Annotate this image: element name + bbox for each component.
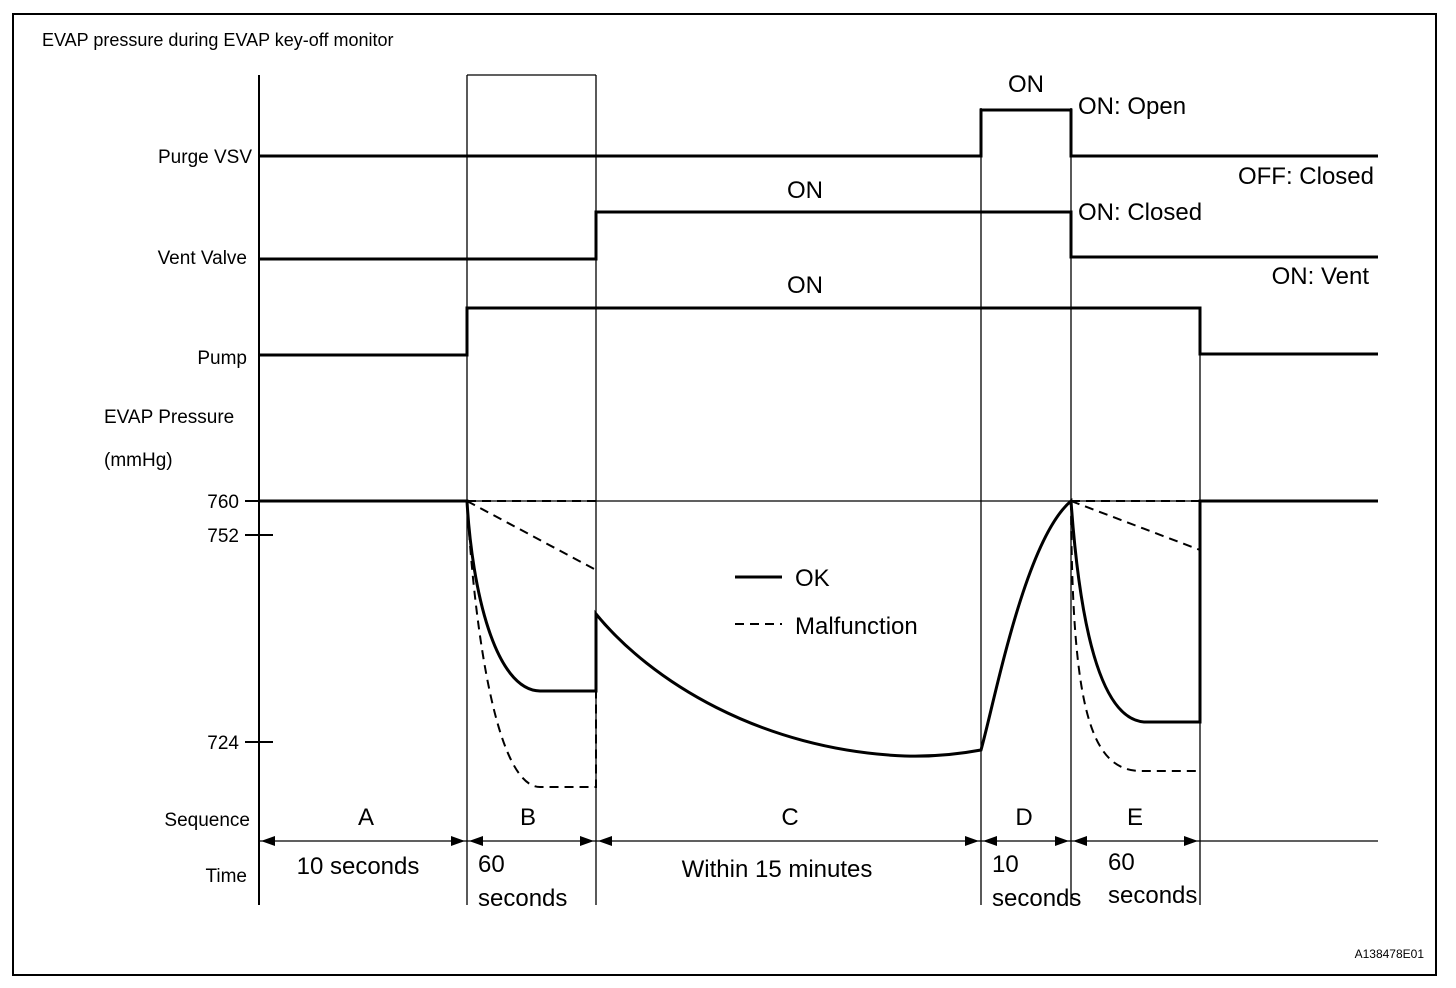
pressure-ok-curve [259, 497, 1378, 758]
time-e-line1: 60 [1108, 849, 1135, 876]
arrow-c-left [598, 836, 612, 846]
time-c: Within 15 minutes [682, 856, 873, 883]
arrow-b-right [580, 836, 594, 846]
vent-on-closed-label: ON: Closed [1078, 199, 1202, 226]
sequence-a-label: A [358, 804, 374, 831]
time-label: Time [205, 866, 247, 887]
sequence-label: Sequence [164, 810, 250, 831]
diagram-title: EVAP pressure during EVAP key-off monito… [42, 30, 394, 50]
sequence-arrowheads [261, 836, 1198, 846]
arrow-b-left [469, 836, 483, 846]
vent-on-label: ON [787, 177, 823, 204]
time-a: 10 seconds [297, 853, 420, 880]
sequence-c-label: C [781, 804, 798, 831]
legend-ok-label: OK [795, 565, 830, 592]
sequence-e-label: E [1127, 804, 1143, 831]
figure-frame [12, 13, 1437, 976]
time-e-line2: seconds [1108, 882, 1197, 909]
arrow-a-right [451, 836, 465, 846]
vent-valve-signal [259, 210, 1378, 261]
vent-valve-label: Vent Valve [158, 248, 247, 269]
arrow-e-left [1073, 836, 1087, 846]
tick-724-label: 724 [207, 733, 239, 754]
vent-on-vent-label: ON: Vent [1272, 263, 1370, 290]
pump-label: Pump [197, 348, 247, 369]
pressure-malfunction-fast-e [1070, 500, 1200, 772]
arrow-e-right [1184, 836, 1198, 846]
arrow-a-left [261, 836, 275, 846]
pressure-malfunction-fast [466, 500, 597, 788]
pressure-malfunction-slow-b [466, 500, 597, 571]
purge-vsv-label: Purge VSV [158, 147, 252, 168]
arrow-d-left [983, 836, 997, 846]
pressure-unit-label: (mmHg) [104, 450, 173, 471]
sequence-b-label: B [520, 804, 536, 831]
time-b-line1: 60 [478, 851, 505, 878]
sequence-d-label: D [1015, 804, 1032, 831]
legend-malfunction-label: Malfunction [795, 613, 918, 640]
tick-760-label: 760 [207, 492, 239, 513]
pump-signal [259, 306, 1378, 357]
arrow-d-right [1055, 836, 1069, 846]
evap-pressure-label: EVAP Pressure [104, 407, 234, 428]
purge-on-open-label: ON: Open [1078, 93, 1186, 120]
pressure-malfunction-slow-e [1070, 500, 1201, 551]
purge-off-closed-label: OFF: Closed [1238, 163, 1374, 190]
tick-752-label: 752 [207, 526, 239, 547]
figure-id: A138478E01 [1355, 947, 1425, 961]
time-b-line2: seconds [478, 885, 567, 912]
arrow-c-right [965, 836, 979, 846]
purge-on-label: ON [1008, 71, 1044, 98]
time-d-line2: seconds [992, 885, 1081, 912]
time-d-line1: 10 [992, 851, 1019, 878]
purge-vsv-signal [259, 108, 1378, 158]
pump-on-label: ON [787, 272, 823, 299]
